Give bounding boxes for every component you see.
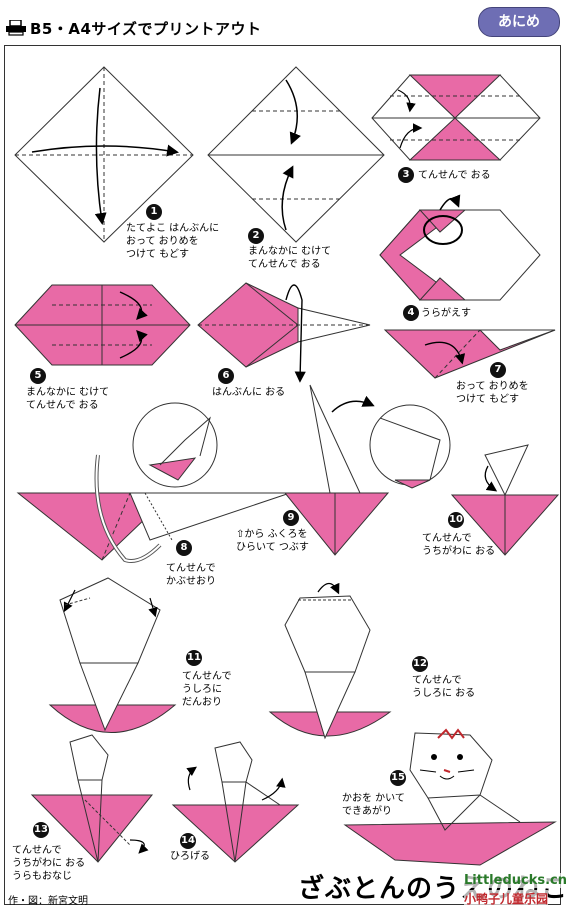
anime-logo[interactable]: あにめ bbox=[478, 7, 560, 37]
step-caption-6: はんぶんに おる bbox=[212, 387, 286, 398]
step-caption-12: てんせんで うしろに おる bbox=[412, 675, 476, 699]
step-11-figure bbox=[48, 577, 177, 733]
step-5-figure bbox=[14, 284, 191, 366]
step-caption-4: うらがえす bbox=[421, 308, 471, 319]
step-caption-8: てんせんで かぶせおり bbox=[166, 563, 216, 587]
step-caption-13: てんせんで うちがわに おる うらもおなじ bbox=[12, 845, 86, 882]
step-caption-11: てんせんで うしろに だんおり bbox=[182, 671, 232, 708]
step-13-figure bbox=[30, 734, 154, 863]
step-14-figure bbox=[171, 741, 300, 863]
step-number-2: 2 bbox=[248, 228, 264, 244]
step-4-figure bbox=[379, 194, 541, 301]
author-credit: 作・図：新宮文明 bbox=[8, 896, 88, 907]
step-number-11: 11 bbox=[186, 650, 202, 666]
step-8-figure bbox=[16, 402, 291, 563]
page-header-title: B5・A4サイズでプリントアウト bbox=[30, 20, 262, 38]
printer-icon bbox=[6, 20, 26, 36]
step-1-figure bbox=[14, 66, 194, 243]
step-number-1: 1 bbox=[146, 204, 162, 220]
step-caption-5: まんなかに むけて てんせんで おる bbox=[26, 387, 110, 411]
step-9-figure bbox=[283, 384, 451, 556]
step-number-15: 15 bbox=[390, 770, 406, 786]
step-12-figure bbox=[268, 582, 392, 740]
step-caption-10: てんせんで うちがわに おる bbox=[422, 533, 496, 557]
step-7-figure bbox=[383, 329, 556, 379]
step-number-13: 13 bbox=[33, 822, 49, 838]
step-caption-7: おって おりめを つけて もどす bbox=[456, 381, 529, 405]
step-caption-9: ⇧から ふくろを ひらいて つぶす bbox=[236, 529, 309, 553]
step-number-6: 6 bbox=[218, 368, 234, 384]
step-caption-1: たてよこ はんぶんに おって おりめを つけて もどす bbox=[126, 223, 220, 260]
step-15-cat-figure bbox=[343, 728, 557, 866]
step-number-7: 7 bbox=[490, 362, 506, 378]
step-caption-3: てんせんで おる bbox=[418, 170, 491, 181]
step-3-figure bbox=[371, 74, 541, 161]
step-number-10: 10 bbox=[448, 512, 464, 528]
watermark-chinese: 小鸭子儿童乐园 bbox=[464, 890, 549, 907]
diagram-frame bbox=[4, 45, 561, 905]
watermark-english: Littleducks.cn bbox=[464, 873, 567, 888]
step-number-3: 3 bbox=[398, 167, 414, 183]
step-6-figure bbox=[197, 282, 371, 383]
step-2-figure bbox=[207, 66, 385, 243]
step-number-9: 9 bbox=[283, 510, 299, 526]
step-number-12: 12 bbox=[412, 656, 428, 672]
step-10-figure bbox=[450, 444, 560, 556]
step-caption-15: かおを かいて できあがり bbox=[342, 793, 405, 817]
step-caption-2: まんなかに むけて てんせんで おる bbox=[248, 246, 332, 270]
step-caption-14: ひろげる bbox=[170, 851, 210, 862]
step-number-4: 4 bbox=[403, 305, 419, 321]
step-number-8: 8 bbox=[176, 540, 192, 556]
step-number-14: 14 bbox=[180, 833, 196, 849]
step-number-5: 5 bbox=[30, 368, 46, 384]
